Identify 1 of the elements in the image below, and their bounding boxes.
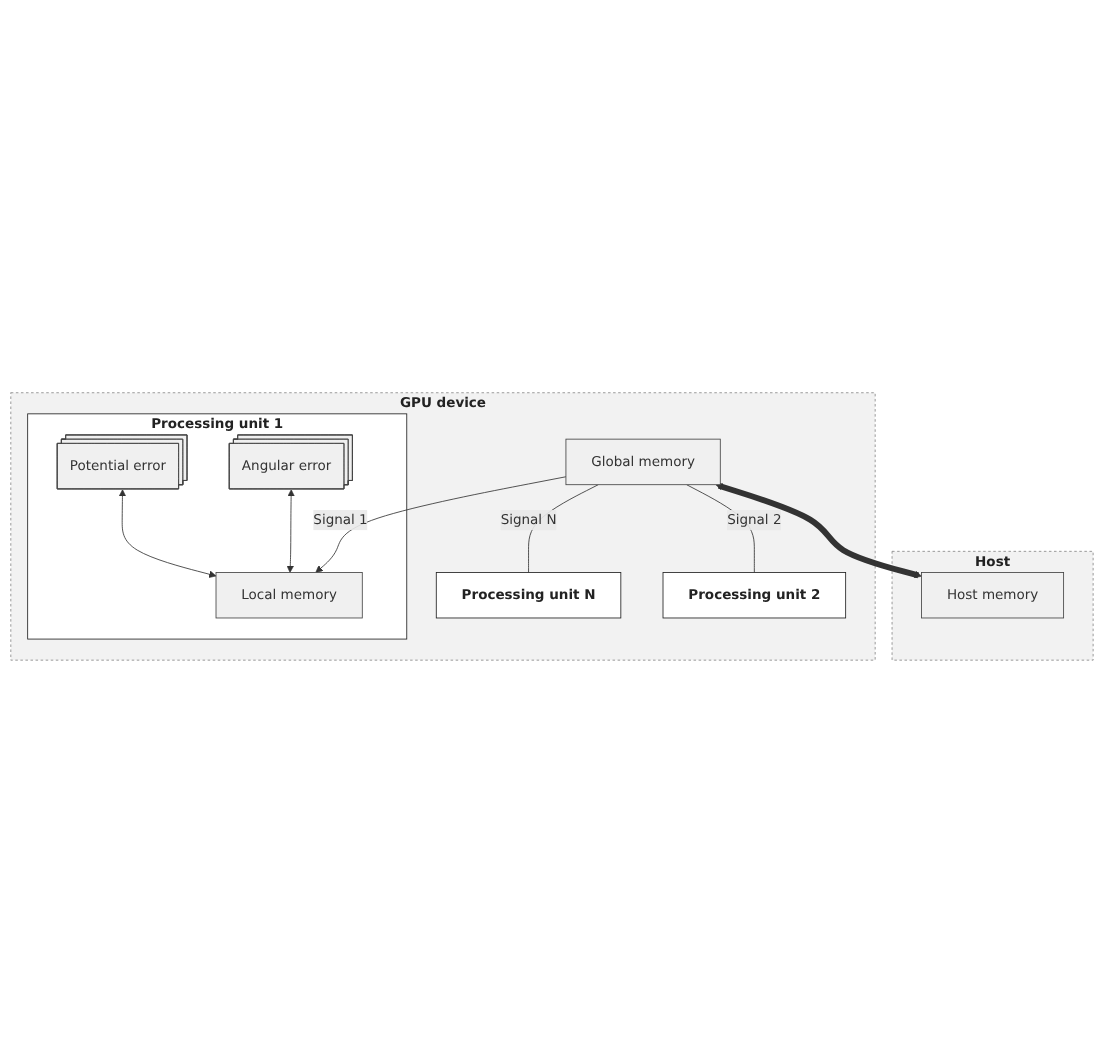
arrow xyxy=(715,482,922,578)
